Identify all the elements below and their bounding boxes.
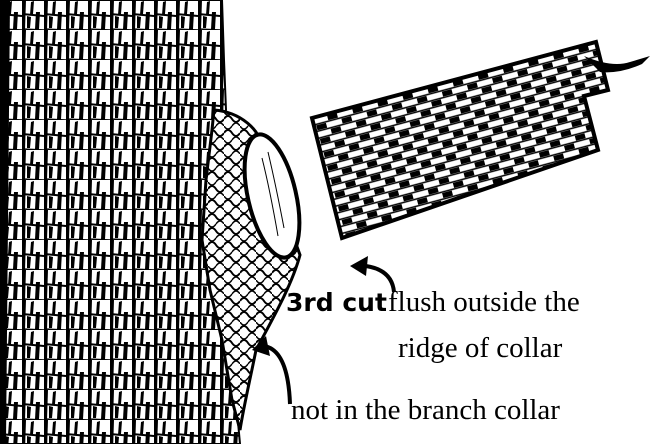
label-third-cut: 3rd cut: [286, 290, 387, 315]
removed-branch-stub: [312, 42, 650, 238]
label-flush-line1: flush outside the: [388, 288, 580, 317]
label-flush-line2: ridge of collar: [398, 334, 562, 363]
label-not-in-collar: not in the branch collar: [291, 396, 560, 425]
arrow-collar: [252, 336, 290, 404]
